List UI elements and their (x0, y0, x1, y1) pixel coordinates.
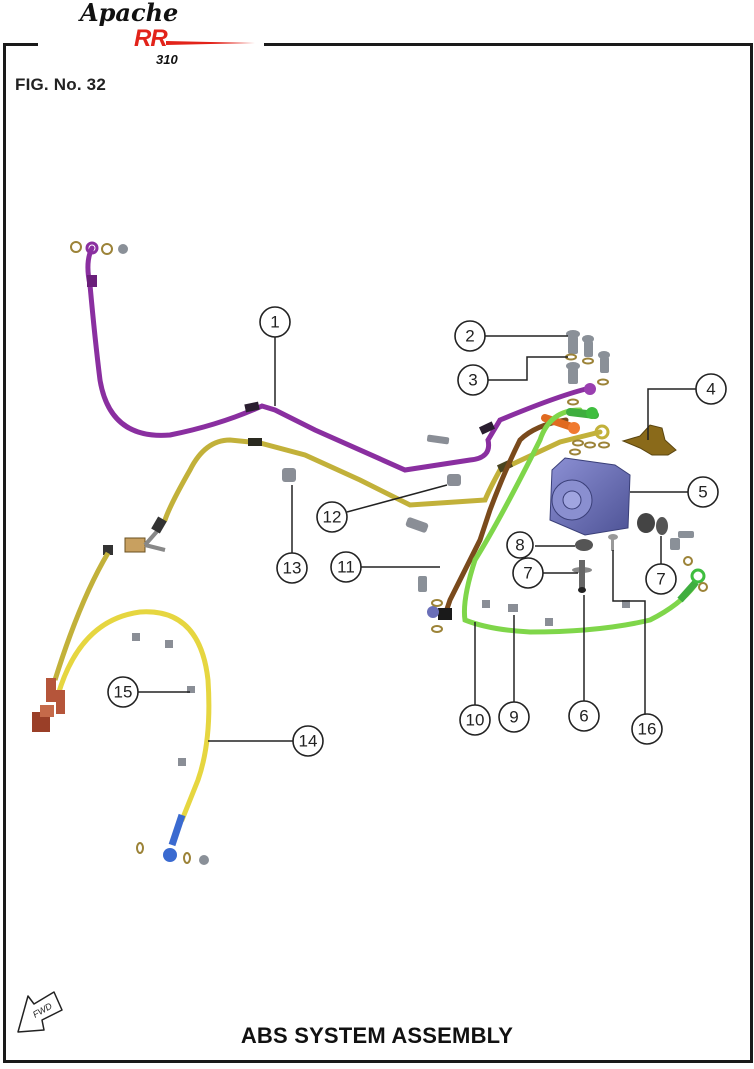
callout-9-label: 9 (509, 708, 518, 727)
clips (132, 434, 630, 766)
callout-13-label: 13 (283, 559, 302, 578)
small-bolts (118, 244, 694, 865)
callout-5: 5 (687, 476, 719, 508)
callout-11-label: 11 (337, 558, 355, 577)
sealing-washers (70, 241, 708, 864)
callout-16: 16 (631, 713, 663, 745)
callout-11: 11 (330, 551, 362, 583)
frame-top-right (264, 43, 750, 46)
figure-title: ABS SYSTEM ASSEMBLY (240, 1023, 514, 1048)
frame-top-left (3, 43, 43, 46)
figure-frame (3, 43, 753, 1063)
hose-purple (85, 241, 596, 473)
callout-3: 3 (457, 364, 489, 396)
callout-7-collar: 7 (512, 557, 544, 589)
callout-10: 10 (459, 704, 491, 736)
callout-7-collar-label: 7 (523, 564, 532, 583)
callout-4-label: 4 (706, 380, 715, 399)
callout-12: 12 (316, 501, 348, 533)
callout-5-label: 5 (698, 483, 707, 502)
callout-1-label: 1 (270, 313, 279, 332)
logo-mark: RR (134, 25, 168, 52)
abs-modulator-unit (549, 457, 631, 536)
callout-12-label: 12 (323, 508, 342, 527)
hose-brown (427, 414, 580, 620)
forward-direction-arrow: FWD (17, 991, 63, 1033)
callout-6-label: 6 (579, 707, 588, 726)
hose-olive (52, 424, 610, 681)
callout-10-label: 10 (466, 711, 485, 730)
mount-hardware (572, 513, 668, 593)
callout-4: 4 (695, 373, 727, 405)
callout-1: 1 (259, 306, 291, 338)
callout-14: 14 (292, 725, 324, 757)
callout-7-grommet: 7 (645, 563, 677, 595)
callout-8: 8 (506, 531, 534, 559)
figure-number: FIG. No. 32 (15, 75, 106, 94)
callout-13: 13 (276, 552, 308, 584)
callout-15-label: 15 (114, 683, 133, 702)
banjo-bolts (566, 330, 610, 384)
logo-swoosh (166, 41, 256, 45)
callout-3-label: 3 (468, 371, 477, 390)
callout-2-label: 2 (465, 327, 474, 346)
callout-2: 2 (454, 320, 486, 352)
abs-bracket (621, 424, 677, 456)
callout-15: 15 (107, 676, 139, 708)
logo-word: Apache (80, 0, 179, 27)
callout-14-label: 14 (299, 732, 318, 751)
callout-9: 9 (498, 701, 530, 733)
apache-rr-310-logo: Apache RR 310 (38, 0, 264, 70)
callout-6: 6 (568, 700, 600, 732)
logo-model: 310 (156, 52, 178, 67)
callout-7-grommet-label: 7 (656, 570, 665, 589)
leader-lines (138, 335, 696, 742)
callout-8-label: 8 (515, 536, 524, 555)
copper-fittings (32, 678, 65, 732)
callout-16-label: 16 (638, 720, 657, 739)
hose-yellow (55, 609, 212, 862)
